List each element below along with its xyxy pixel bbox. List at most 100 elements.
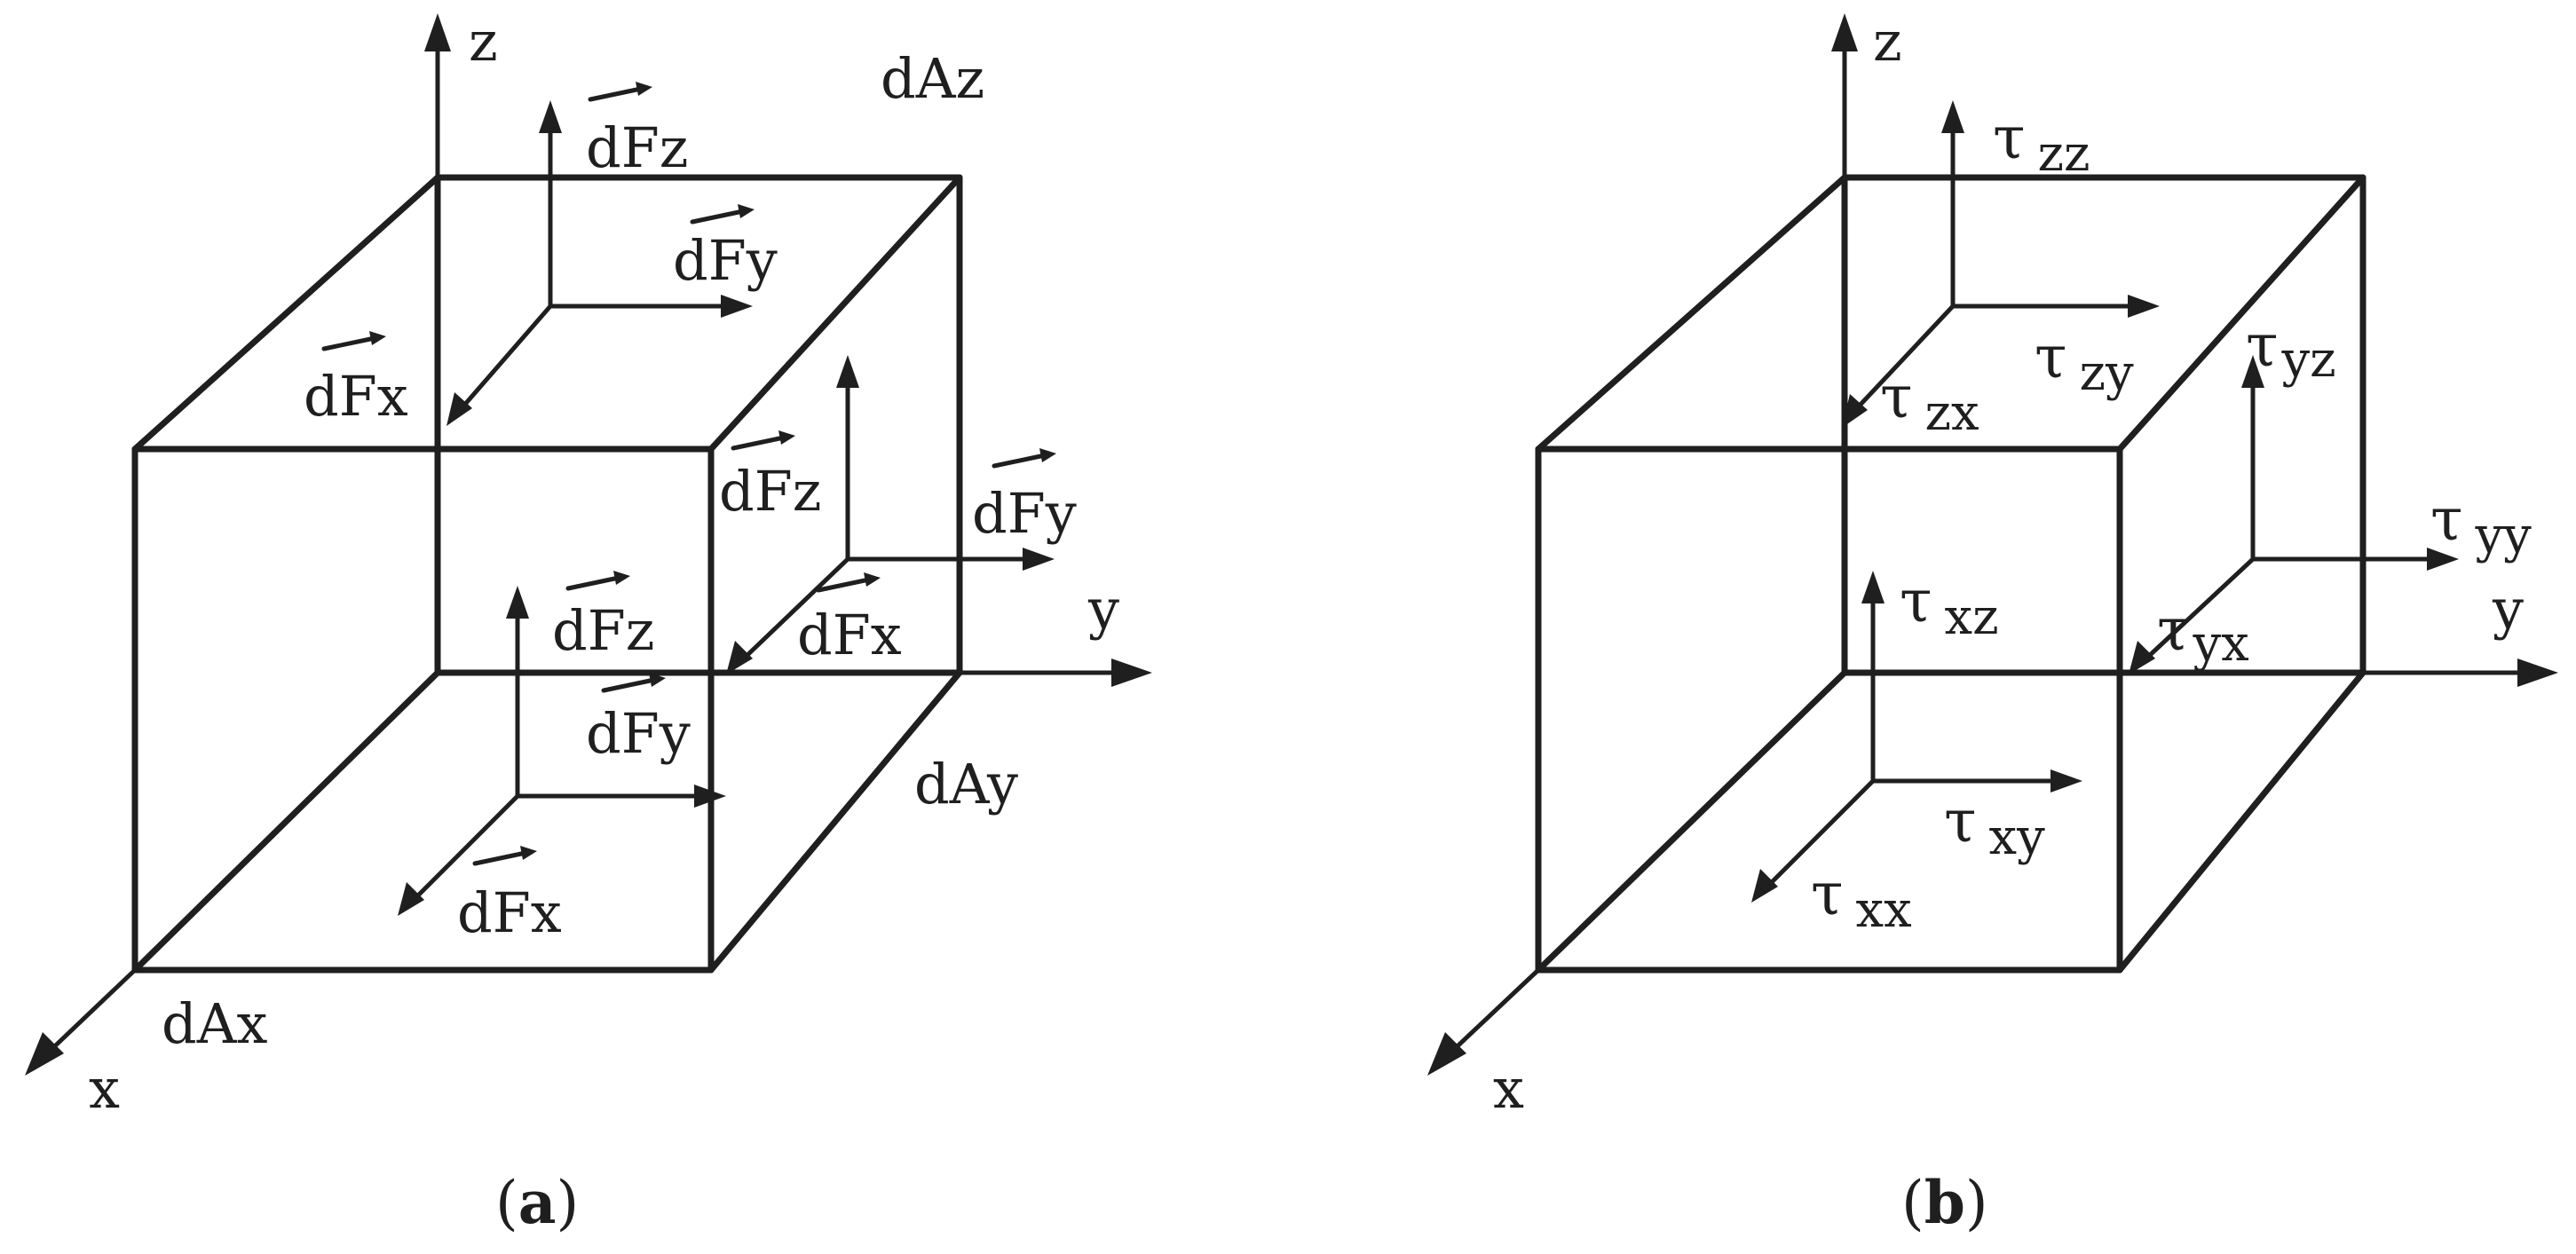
label-top-dFy-text: dFy xyxy=(673,228,778,293)
vector-arrow-mark-head xyxy=(1039,448,1056,462)
force-labels: dFz dFy dFx dFz dFy xyxy=(304,82,1077,945)
axes-b: z y x xyxy=(1427,9,2558,1121)
label-side-dFz: dFz xyxy=(719,430,821,524)
front-face-forces xyxy=(398,586,726,916)
axes-a: z y x xyxy=(25,9,1152,1121)
z-axis-arrowhead xyxy=(1831,13,1858,51)
vector-arrow-mark-head xyxy=(738,204,755,218)
top-face-forces xyxy=(446,100,753,426)
tau-yy-arrowhead xyxy=(2427,548,2459,571)
cube-a-top-back-edges xyxy=(131,174,963,453)
label-side-dFx: dFx xyxy=(797,572,902,667)
y-axis-label: y xyxy=(2492,577,2524,642)
front-face-stresses xyxy=(1751,571,2082,903)
label-top-dFz: dFz xyxy=(586,82,688,180)
front-dFy-arrowhead xyxy=(694,785,726,808)
x-axis-label: x xyxy=(89,1056,120,1121)
x-axis-a xyxy=(42,967,138,1059)
front-dFz-arrowhead xyxy=(506,586,529,619)
z-axis-label: z xyxy=(1873,9,1902,74)
label-top-dFx-text: dFx xyxy=(304,364,408,429)
face-label-dAz: dAz xyxy=(881,46,984,111)
top-dFy-arrowhead xyxy=(721,295,753,318)
side-dFz-arrowhead xyxy=(836,355,859,388)
z-axis-arrowhead xyxy=(424,13,451,51)
tau-yz-arrowhead xyxy=(2241,355,2264,388)
z-axis-label: z xyxy=(469,9,498,74)
vector-arrow-mark xyxy=(565,575,621,591)
label-front-dFx-text: dFx xyxy=(457,880,562,945)
panel-b: z y x xyxy=(1427,9,2558,1237)
vector-arrow-mark xyxy=(992,453,1047,469)
side-dFx-arrow xyxy=(743,556,850,659)
tau-xx-arrow xyxy=(1768,778,1876,886)
vector-arrow-mark xyxy=(588,86,644,102)
front-dFx-arrow xyxy=(415,793,520,899)
top-face-stresses xyxy=(1842,100,2160,428)
tau-zx-arrow xyxy=(1854,304,1956,411)
vector-arrow-mark xyxy=(321,335,377,351)
side-face-forces xyxy=(726,355,1055,674)
label-front-dFy-text: dFy xyxy=(586,701,691,766)
label-side-dFx-text: dFx xyxy=(797,603,902,667)
tau-xy-arrowhead xyxy=(2051,769,2082,793)
label-front-dFz-text: dFz xyxy=(552,598,654,663)
y-axis-arrowhead xyxy=(2517,659,2558,687)
cube-b-top-back-edges xyxy=(1535,174,2367,453)
cube-b-right-back-edge xyxy=(2116,174,2367,974)
vector-arrow-mark-head xyxy=(636,82,652,96)
label-front-dFz: dFz xyxy=(552,571,654,663)
vector-arrow-mark-head xyxy=(649,673,666,687)
side-dFx-arrowhead xyxy=(726,641,753,674)
label-front-dFx: dFx xyxy=(457,846,562,945)
vector-arrow-mark xyxy=(690,209,746,225)
cube-a xyxy=(131,174,963,974)
side-face-stresses xyxy=(2129,355,2459,674)
tau-zx-arrowhead xyxy=(1842,394,1868,428)
vector-arrow-mark-head xyxy=(613,571,630,585)
vector-arrow-mark xyxy=(601,677,657,693)
vector-arrow-mark-head xyxy=(369,331,386,345)
face-label-dAx: dAx xyxy=(162,991,267,1056)
y-axis-label: y xyxy=(1087,577,1119,642)
x-axis-b xyxy=(1444,967,1541,1059)
vector-arrow-mark-head xyxy=(864,572,881,587)
tau-zy-arrowhead xyxy=(2128,295,2160,318)
caption-b: (b) xyxy=(1901,1168,1988,1237)
label-top-dFx: dFx xyxy=(304,331,408,429)
vector-arrow-mark-head xyxy=(778,430,795,445)
label-tau-yz: τyz xyxy=(2246,312,2336,389)
label-top-dFy: dFy xyxy=(673,204,778,293)
top-dFx-arrow xyxy=(459,304,553,411)
cube-a-hidden-edges xyxy=(131,174,963,974)
y-axis-arrowhead xyxy=(1111,659,1152,687)
label-tau-yx: τyx xyxy=(2157,595,2249,673)
top-dFx-arrowhead xyxy=(446,392,472,426)
face-label-dAy: dAy xyxy=(914,752,1018,816)
label-side-dFy: dFy xyxy=(972,448,1077,546)
x-axis-label: x xyxy=(1493,1056,1524,1121)
side-dFy-arrowhead xyxy=(1023,548,1055,571)
vector-arrow-mark xyxy=(472,850,528,866)
vector-arrow-mark-head xyxy=(520,846,537,860)
label-side-dFy-text: dFy xyxy=(972,481,1077,546)
x-axis-arrowhead xyxy=(1427,1032,1466,1076)
label-top-dFz-text: dFz xyxy=(586,115,688,180)
caption-a: (a) xyxy=(495,1168,579,1237)
tau-zz-arrowhead xyxy=(1941,100,1964,133)
tau-xx-arrowhead xyxy=(1751,869,1778,903)
label-front-dFy: dFy xyxy=(586,673,691,766)
top-dFz-arrowhead xyxy=(539,100,562,133)
label-side-dFz-text: dFz xyxy=(719,459,821,524)
x-axis-arrowhead xyxy=(25,1032,64,1076)
